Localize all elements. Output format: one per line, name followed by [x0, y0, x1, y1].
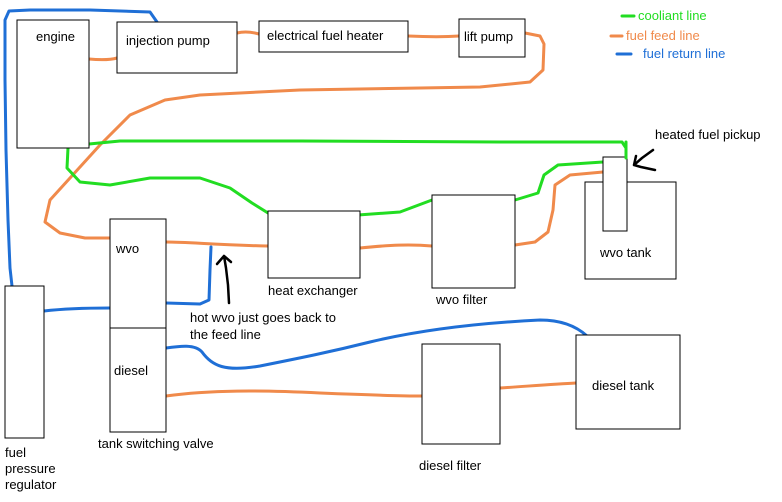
heat-exchanger-label: heat exchanger: [268, 283, 358, 298]
fuel-pressure-regulator-box: [4, 285, 45, 439]
wvo-filter-box: [431, 194, 516, 289]
return-line-valve-to-diesel-tank: [164, 318, 589, 370]
wvo-label: wvo: [116, 241, 140, 256]
feed-line-pickup-to-wvo-filter: [513, 170, 605, 247]
electrical-fuel-heater-box: [258, 20, 409, 53]
coolant-line-engine-to-pickup: [87, 139, 628, 160]
hot-wvo-annotation-line1: hot wvo just goes back to: [190, 310, 336, 325]
feed-line-diesel-filter-to-valve: [164, 389, 424, 398]
coolant-line-engine-to-heat-exchanger: [65, 146, 270, 215]
electrical-fuel-heater-label: electrical fuel heater: [267, 28, 384, 43]
return-line-hot-wvo-loop: [164, 245, 213, 306]
feed-line-lift-pump-to-heater: [406, 34, 461, 39]
legend-feed-label: fuel feed line: [626, 28, 700, 43]
fuel-pressure-regulator-label: fuel pressure regulator: [5, 445, 57, 492]
lift-pump-box: [458, 18, 526, 58]
coolant-line-heat-exchanger-to-pickup: [356, 160, 605, 217]
wvo-tank-box: [584, 181, 677, 280]
wvo-filter-label: wvo filter: [436, 292, 488, 307]
diesel-tank-box: [575, 334, 681, 430]
feed-line-valve-to-lift-pump: [43, 31, 546, 240]
diesel-section-box: [109, 327, 167, 433]
diesel-filter-box: [421, 343, 501, 445]
legend-return-label: fuel return line: [643, 46, 726, 61]
feed-line-heater-to-injection-pump: [235, 30, 261, 36]
tank-switching-valve-label: tank switching valve: [98, 436, 214, 451]
injection-pump-box: [116, 21, 238, 74]
return-line-regulator-to-injection-pump: [3, 8, 159, 288]
hot-wvo-annotation-line2: the feed line: [190, 327, 261, 342]
engine-label: engine: [36, 29, 76, 44]
legend-coolant-label: cooliant line: [638, 8, 707, 23]
feed-line-diesel-tank-to-filter: [498, 381, 578, 390]
arrow-to-heated-fuel-pickup: [632, 148, 657, 172]
diesel-tank-label: diesel tank: [592, 378, 655, 393]
arrow-to-hot-wvo-loop: [215, 254, 233, 305]
return-line-regulator-to-valve: [42, 306, 112, 313]
wvo-section-box: [109, 218, 167, 329]
diesel-filter-label: diesel filter: [419, 458, 482, 473]
feed-line-wvo-filter-to-heat-exchanger: [358, 243, 434, 250]
feed-line-injection-pump-to-engine: [87, 56, 119, 62]
feed-line-heat-exchanger-to-valve: [164, 240, 270, 248]
heat-exchanger-box: [267, 210, 361, 279]
heated-fuel-pickup-box: [602, 156, 628, 232]
diesel-label: diesel: [114, 363, 148, 378]
engine-box: [16, 19, 90, 149]
injection-pump-label: injection pump: [126, 33, 210, 48]
lift-pump-label: lift pump: [464, 29, 514, 44]
wvo-tank-label: wvo tank: [600, 245, 652, 260]
heated-fuel-pickup-label: heated fuel pickup: [655, 127, 761, 142]
